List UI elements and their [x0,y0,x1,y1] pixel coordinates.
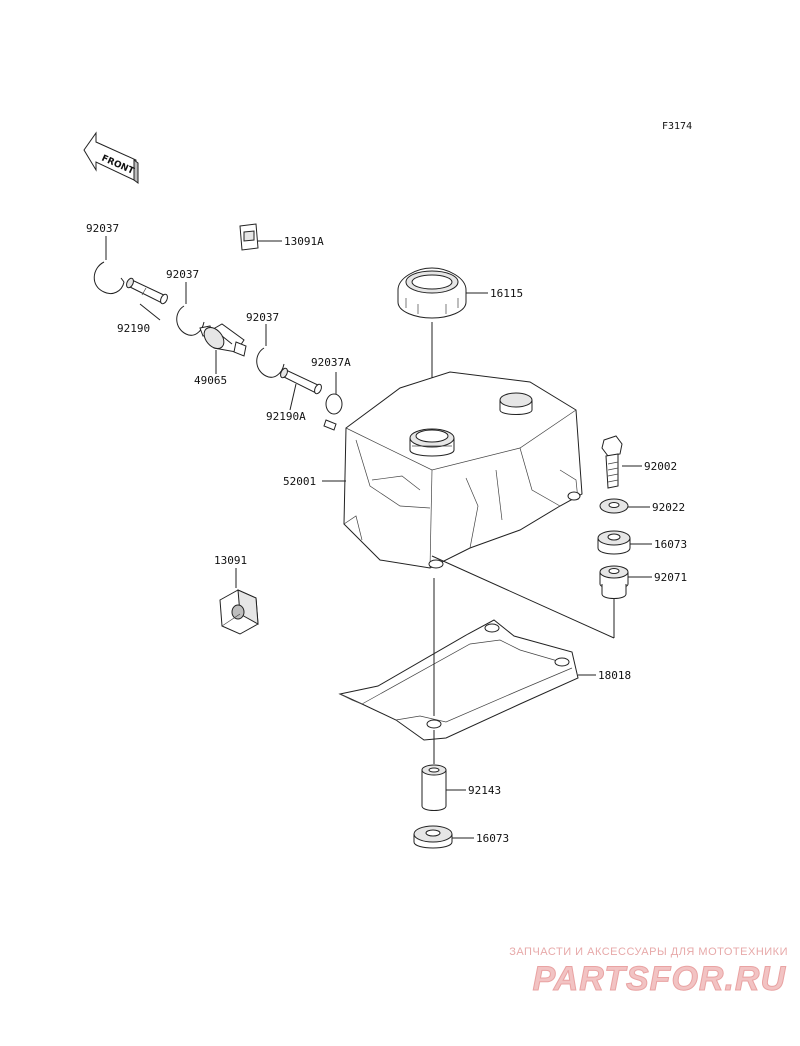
fuel-tank-52001 [343,371,583,569]
label-13091a: 13091A [284,235,324,248]
label-92022: 92022 [652,501,685,514]
label-92037-c: 92037 [246,311,279,324]
grommet-16073-a [597,530,631,555]
label-92002: 92002 [644,460,677,473]
grommet-16073-b [413,825,453,849]
rubber-block-13091 [219,589,259,635]
label-16073-a: 16073 [654,538,687,551]
fuel-cap-16115 [397,267,467,319]
label-92071: 92071 [654,571,687,584]
label-92037a: 92037A [311,356,351,369]
label-49065: 49065 [194,374,227,387]
label-92037-a: 92037 [86,222,119,235]
label-52001: 52001 [283,475,316,488]
hose-92190a [280,367,322,395]
bracket-13091a [239,223,259,251]
label-16073-b: 16073 [476,832,509,845]
figure-code: F3174 [662,121,692,132]
collar-92143 [421,764,447,811]
clamp-92037a [323,393,343,431]
tray-18018 [338,619,579,741]
fuel-filter-49065 [199,323,247,357]
watermark-brand: PARTSFOR.RU [532,960,786,999]
watermark-tagline: ЗАПЧАСТИ И АКСЕССУАРЫ ДЛЯ МОТОТЕХНИКИ [509,946,788,958]
front-arrow-icon: FRONT [83,131,139,184]
clamp-92037-b [176,305,205,336]
bolt-92002 [601,435,623,489]
washer-92022 [599,498,629,514]
damper-92071 [599,565,629,599]
label-92190: 92190 [117,322,150,335]
label-16115: 16115 [490,287,523,300]
label-92037-b: 92037 [166,268,199,281]
label-13091: 13091 [214,554,247,567]
clamp-92037-c [256,347,285,378]
label-92190a: 92190A [266,410,306,423]
clamp-92037-a [93,261,125,295]
hose-92190 [126,277,168,305]
label-92143: 92143 [468,784,501,797]
label-18018: 18018 [598,669,631,682]
